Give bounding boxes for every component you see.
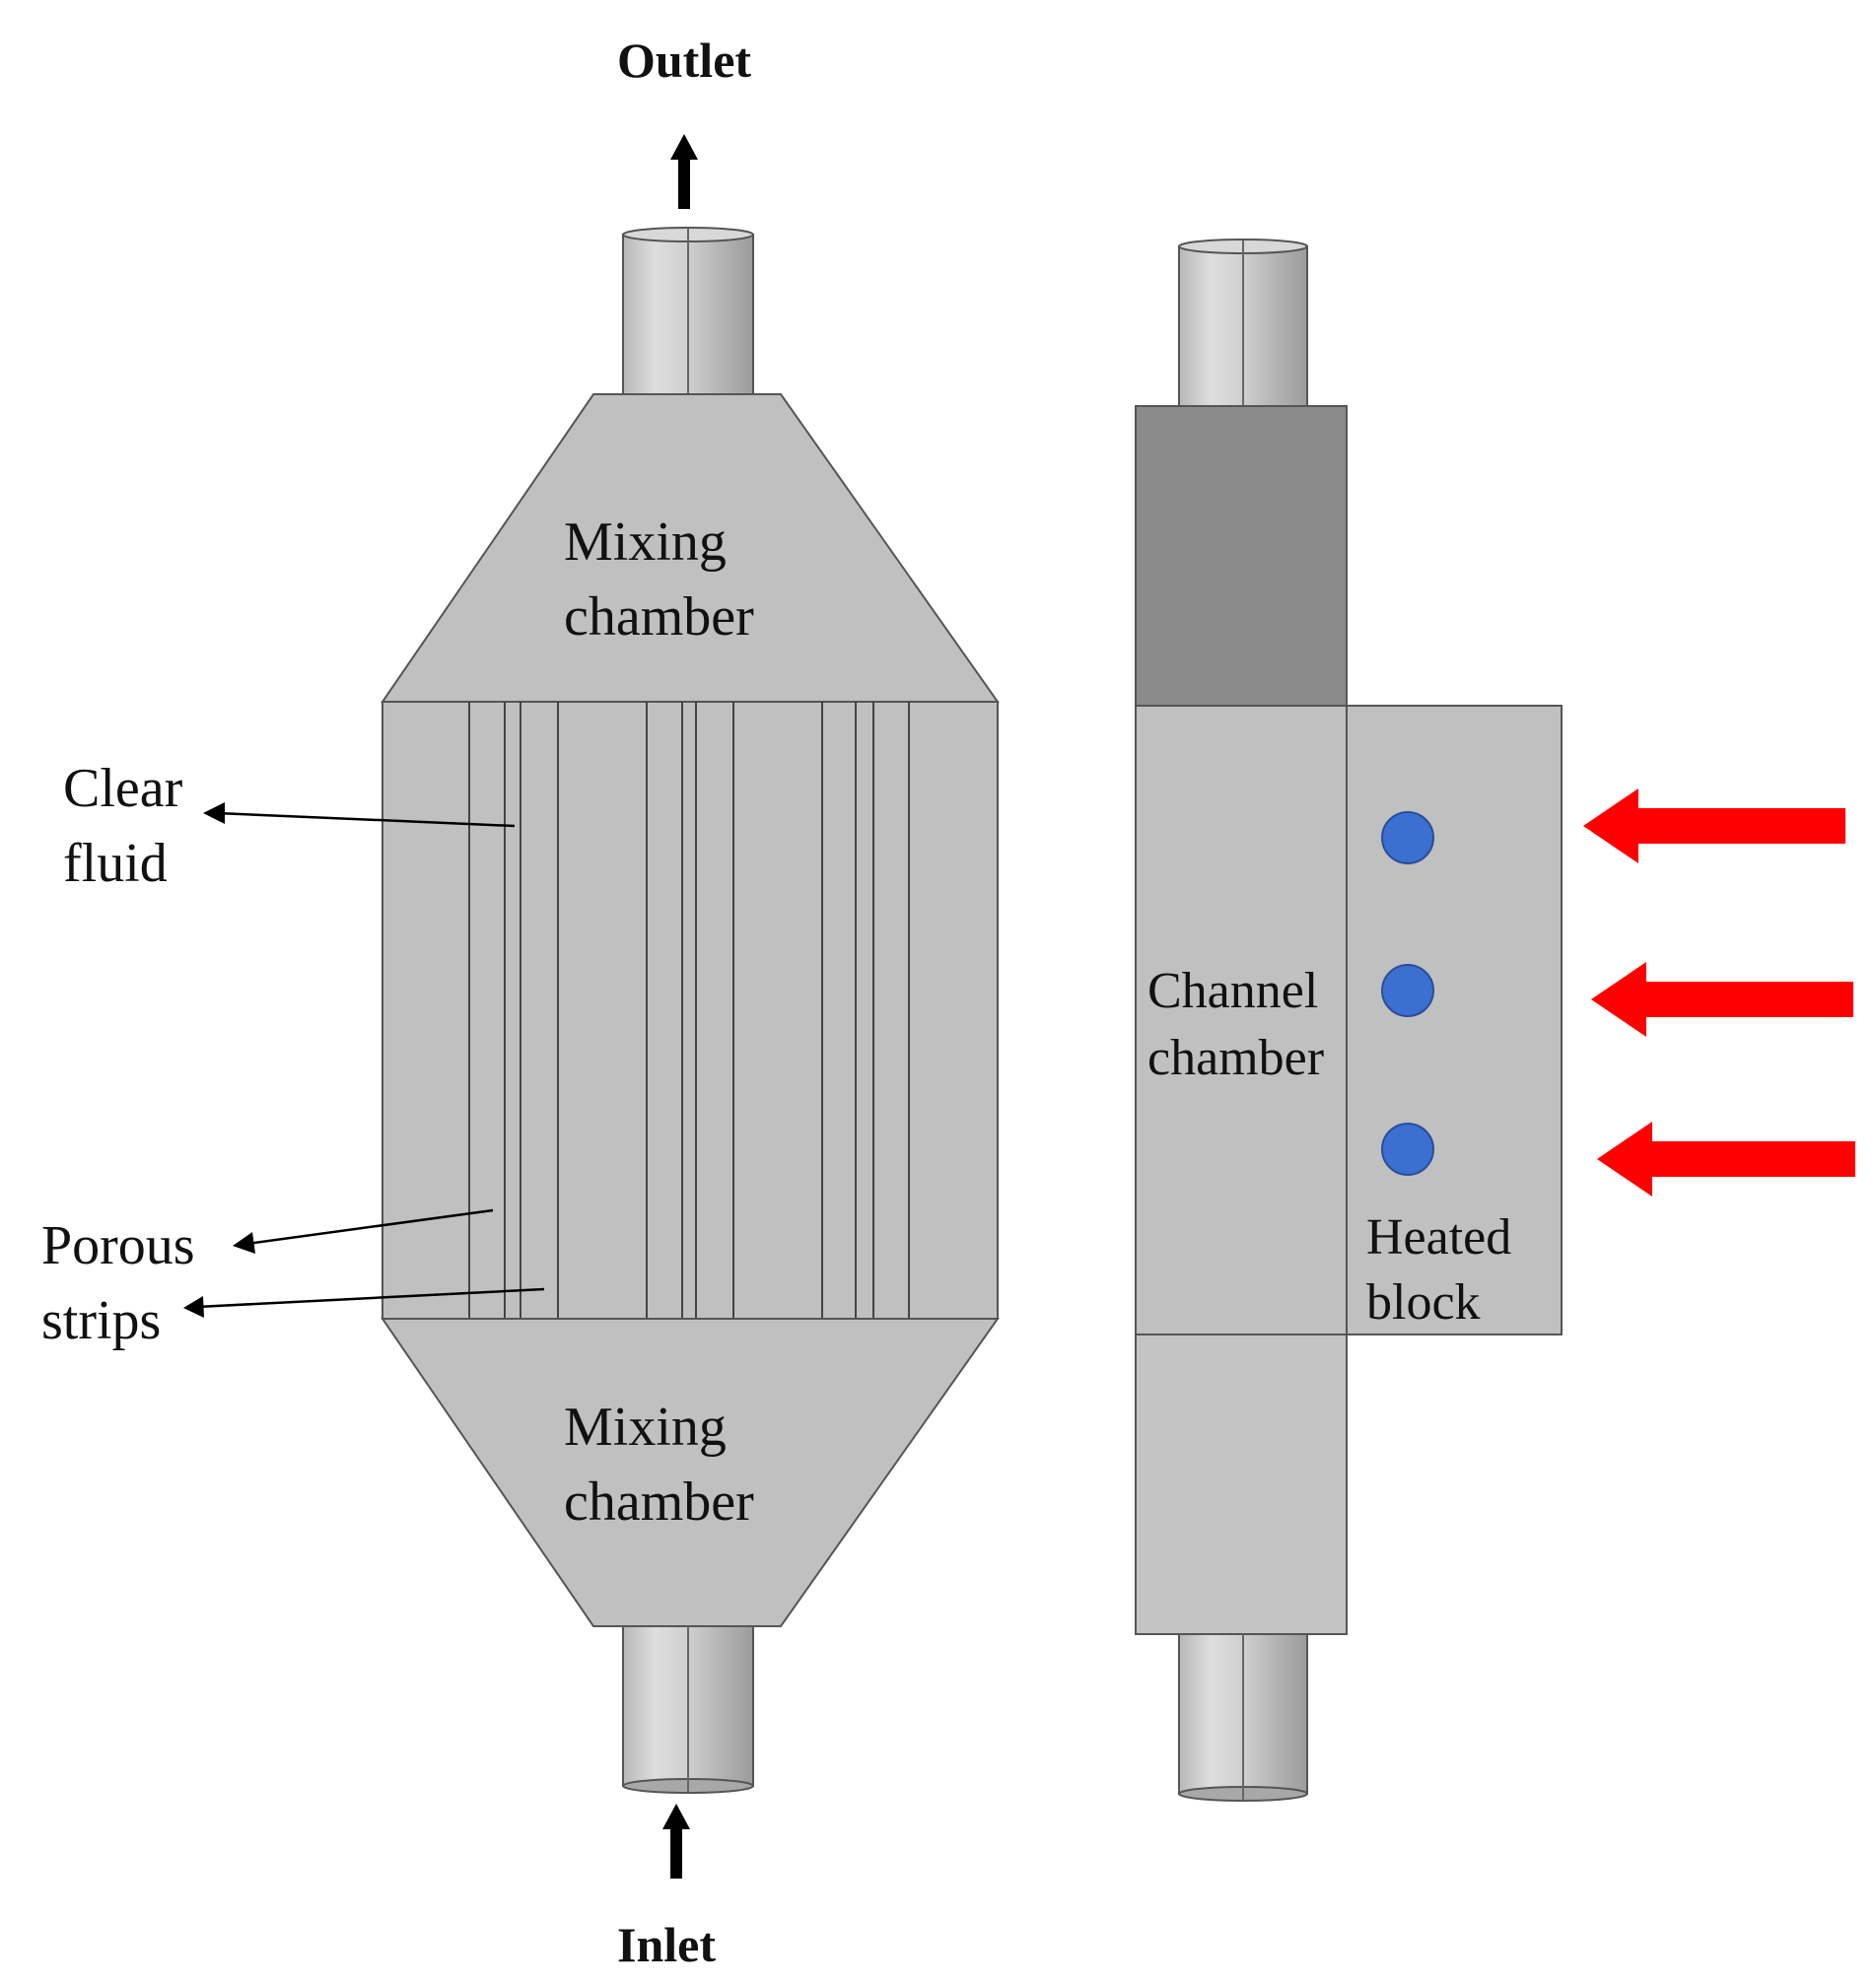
heat-arrow-3 <box>1597 1122 1855 1197</box>
sensor-dot-1 <box>1381 811 1434 864</box>
porous-strips <box>468 702 910 1319</box>
porous-strips-label-line1: Porous <box>41 1215 195 1276</box>
outlet-pipe <box>622 227 754 398</box>
bottom-mixing-label-line2: chamber <box>564 1472 754 1533</box>
sensor-dot-3 <box>1381 1123 1434 1176</box>
channel-chamber <box>1135 705 1348 1335</box>
heat-arrow-1 <box>1583 788 1845 863</box>
channel-chamber-label-line1: Channel <box>1147 963 1318 1019</box>
top-mixing-label-line1: Mixing <box>564 512 727 573</box>
side-bottom-pipe <box>1178 1633 1308 1802</box>
clear-fluid-label-line1: Clear <box>63 758 183 819</box>
side-lower-mixing-section <box>1135 1334 1348 1635</box>
inlet-flow-arrow <box>662 1804 690 1879</box>
side-view: Channel chamber Heated block <box>1135 239 1855 1802</box>
clear-fluid-leader <box>203 802 516 828</box>
heated-block <box>1346 705 1563 1335</box>
outlet-flow-arrow <box>670 134 698 209</box>
outlet-label: Outlet <box>617 33 751 88</box>
heat-arrow-2 <box>1591 962 1853 1037</box>
side-top-pipe <box>1178 239 1308 409</box>
channel-section <box>382 701 999 1320</box>
clear-fluid-label-line2: fluid <box>63 833 168 894</box>
porous-strip-leader-2 <box>183 1287 545 1318</box>
side-upper-mixing-section <box>1135 405 1348 707</box>
sensor-dot-2 <box>1381 964 1434 1017</box>
heated-block-label-line1: Heated <box>1366 1209 1511 1266</box>
bottom-mixing-chamber <box>381 1318 1000 1627</box>
front-view: Outlet Inlet Mixing chamber Mixing chamb… <box>41 33 1000 1972</box>
inlet-pipe <box>622 1625 754 1794</box>
porous-strip-leader-1 <box>233 1208 494 1254</box>
inlet-label: Inlet <box>617 1917 716 1972</box>
channel-chamber-label-line2: chamber <box>1147 1030 1324 1086</box>
heated-block-label-line2: block <box>1366 1274 1481 1331</box>
porous-strips-label-line2: strips <box>41 1290 161 1351</box>
bottom-mixing-label-line1: Mixing <box>564 1397 727 1458</box>
top-mixing-label-line2: chamber <box>564 586 754 648</box>
